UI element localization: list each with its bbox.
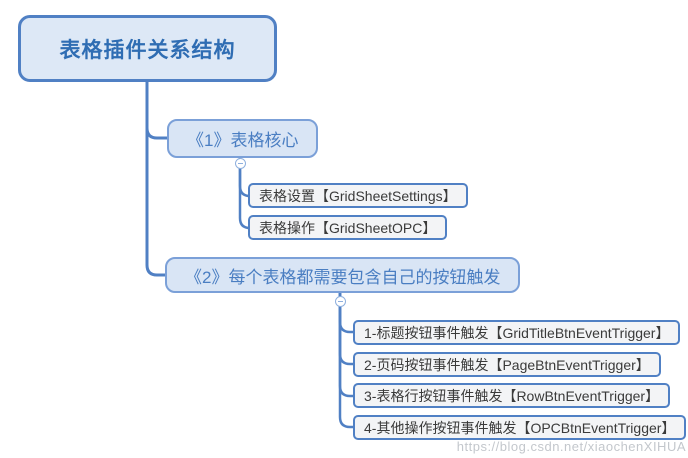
node-root[interactable]: 表格插件关系结构 bbox=[18, 15, 277, 82]
node-leaf-gridsheet-settings[interactable]: 表格设置【GridSheetSettings】 bbox=[248, 183, 468, 208]
node-leaf-row-btn-trigger[interactable]: 3-表格行按钮事件触发【RowBtnEventTrigger】 bbox=[353, 383, 671, 408]
node-leaf-page-btn-trigger[interactable]: 2-页码按钮事件触发【PageBtnEventTrigger】 bbox=[353, 352, 661, 377]
minus-icon bbox=[338, 301, 343, 302]
collapse-toggle-branch-1[interactable] bbox=[235, 158, 246, 169]
node-leaf-grid-title-btn-trigger[interactable]: 1-标题按钮事件触发【GridTitleBtnEventTrigger】 bbox=[353, 320, 681, 345]
node-leaf-gridsheet-opc[interactable]: 表格操作【GridSheetOPC】 bbox=[248, 215, 448, 240]
watermark-url: https://blog.csdn.net/xiaochenXIHUA bbox=[456, 439, 686, 454]
node-branch-button-triggers[interactable]: 《2》每个表格都需要包含自己的按钮触发 bbox=[165, 257, 521, 293]
minus-icon bbox=[238, 163, 243, 164]
node-leaf-opc-btn-trigger[interactable]: 4-其他操作按钮事件触发【OPCBtnEventTrigger】 bbox=[353, 415, 687, 440]
collapse-toggle-branch-2[interactable] bbox=[335, 296, 346, 307]
node-branch-table-core[interactable]: 《1》表格核心 bbox=[167, 119, 319, 158]
